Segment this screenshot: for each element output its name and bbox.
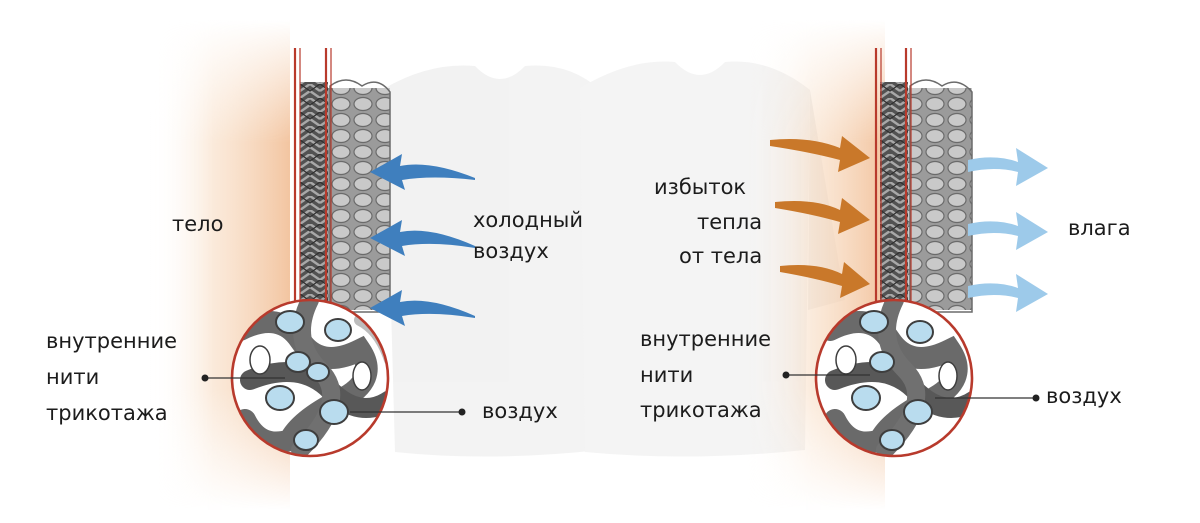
- cold-air-label-line-2: воздух: [473, 239, 549, 263]
- excess-heat-label-line-2: тепла: [697, 210, 763, 234]
- fabric-layer-right: [874, 48, 973, 313]
- air-label-left: воздух: [482, 399, 558, 423]
- pointer-dot-icon: [782, 371, 790, 379]
- body-label: тело: [172, 212, 224, 236]
- pointer-dot-icon: [201, 374, 209, 382]
- inner-threads-label-left-line-2: нити: [46, 365, 100, 389]
- magnifier-circle-right: [814, 298, 974, 458]
- moisture-label: влага: [1068, 216, 1131, 240]
- inner-threads-label-right-line-1: внутренние: [640, 327, 772, 351]
- air-label-right: воздух: [1046, 384, 1122, 408]
- pointer-lines-right: [786, 374, 1036, 399]
- pointer-dot-icon: [458, 408, 466, 416]
- pointer-dot-icon: [1032, 394, 1040, 402]
- heat-arrow-icon: [770, 136, 870, 298]
- cold-air-label-line-1: холодный: [473, 208, 584, 232]
- inner-threads-label-right-line-2: нити: [640, 363, 694, 387]
- cold-air-arrow-icon: [370, 154, 475, 326]
- inner-threads-label-left-line-1: внутренние: [46, 329, 178, 353]
- inner-threads-label-right-line-3: трикотажа: [640, 398, 762, 422]
- excess-heat-label-line-3: от тела: [679, 244, 763, 268]
- fabric-layer-left: [293, 48, 391, 313]
- moisture-arrow-icon: [968, 148, 1048, 312]
- excess-heat-label-line-1: избыток: [654, 175, 747, 199]
- inner-threads-label-left-line-3: трикотажа: [46, 401, 168, 425]
- pointer-lines-left: [205, 377, 462, 413]
- magnifier-circle-left: [230, 298, 390, 458]
